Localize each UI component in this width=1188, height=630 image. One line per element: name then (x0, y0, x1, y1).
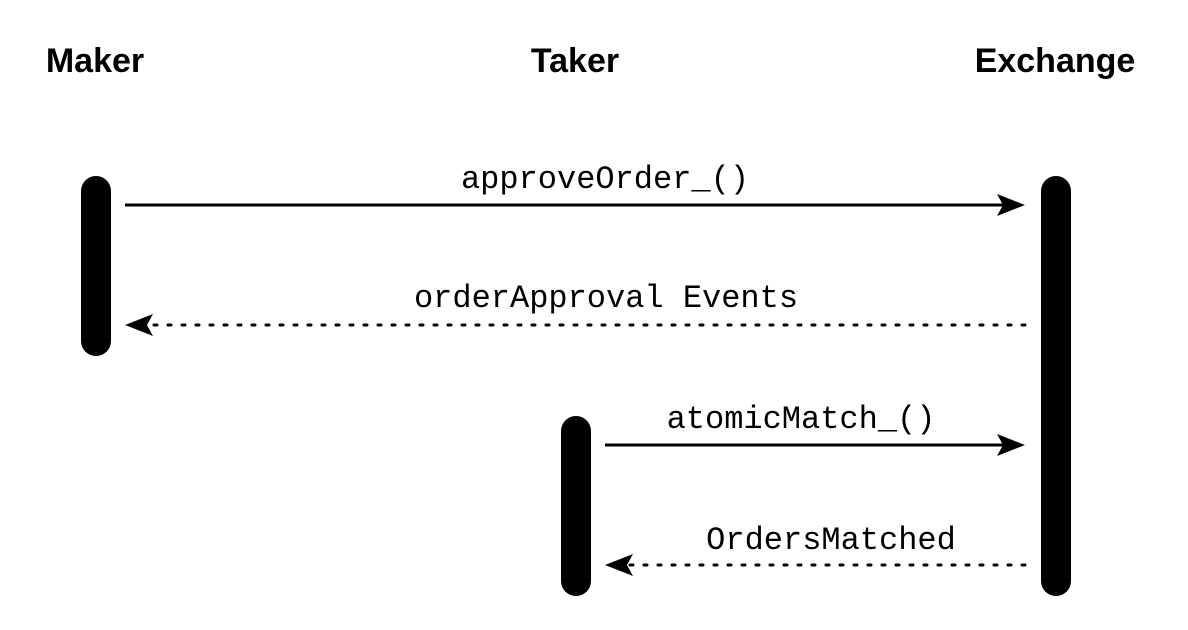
activation-bar-exchange (1041, 176, 1071, 596)
arrow-head-atomic-match (997, 434, 1025, 456)
message-label-approve-order: approveOrder_() (461, 161, 749, 198)
arrow-head-order-approval-events (125, 314, 153, 336)
message-label-order-approval-events: orderApproval Events (414, 280, 798, 317)
message-label-atomic-match: atomicMatch_() (667, 401, 936, 438)
actor-label-maker: Maker (46, 42, 144, 80)
activation-bar-taker (561, 416, 591, 596)
arrow-head-orders-matched (605, 554, 633, 576)
message-label-orders-matched: OrdersMatched (706, 522, 956, 559)
activation-bar-maker (81, 176, 111, 356)
actor-label-exchange: Exchange (975, 42, 1136, 80)
actor-label-taker: Taker (531, 42, 619, 80)
arrow-head-approve-order (997, 194, 1025, 216)
